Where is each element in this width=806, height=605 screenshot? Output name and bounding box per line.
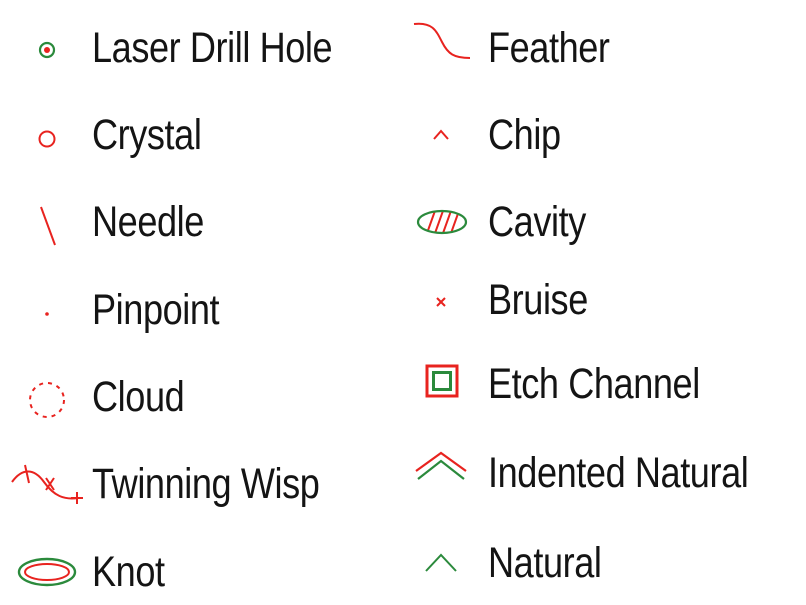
cloud-icon (16, 367, 78, 427)
legend-label-laser-drill-hole: Laser Drill Hole (92, 24, 333, 72)
legend-label-chip: Chip (488, 111, 561, 159)
legend-item-cavity: Cavity (410, 192, 790, 252)
indented-natural-icon (410, 443, 472, 503)
legend-label-indented-natural: Indented Natural (488, 449, 749, 497)
cavity-icon (410, 192, 472, 252)
bruise-icon (410, 270, 472, 330)
legend-label-bruise: Bruise (488, 276, 588, 324)
legend-item-pinpoint: Pinpoint (16, 280, 386, 340)
legend-item-chip: Chip (410, 105, 790, 165)
legend-item-feather: Feather (410, 18, 790, 78)
legend-item-laser-drill-hole: Laser Drill Hole (16, 18, 386, 78)
knot-icon (16, 542, 78, 602)
legend-label-needle: Needle (92, 198, 204, 246)
needle-icon (16, 192, 78, 252)
legend-label-knot: Knot (92, 548, 165, 596)
legend-item-indented-natural: Indented Natural (410, 443, 800, 503)
legend-item-natural: Natural (410, 533, 790, 593)
pinpoint-icon (16, 280, 78, 340)
legend-item-twinning-wisp: Twinning Wisp (8, 454, 388, 514)
legend-label-pinpoint: Pinpoint (92, 286, 220, 334)
laser-drill-hole-icon (16, 18, 78, 78)
twinning-wisp-icon (8, 454, 88, 514)
legend-label-natural: Natural (488, 539, 602, 587)
crystal-icon (16, 105, 78, 165)
legend-label-crystal: Crystal (92, 111, 202, 159)
legend-item-bruise: Bruise (410, 270, 790, 330)
feather-icon (410, 18, 472, 78)
legend-label-cavity: Cavity (488, 198, 586, 246)
legend-label-feather: Feather (488, 24, 610, 72)
legend-label-cloud: Cloud (92, 373, 185, 421)
legend-label-etch-channel: Etch Channel (488, 360, 700, 408)
legend-item-cloud: Cloud (16, 367, 386, 427)
legend-item-needle: Needle (16, 192, 386, 252)
legend-item-knot: Knot (16, 542, 386, 602)
chip-icon (410, 105, 472, 165)
natural-icon (410, 533, 472, 593)
legend-item-etch-channel: Etch Channel (410, 354, 790, 414)
legend-label-twinning-wisp: Twinning Wisp (92, 460, 320, 508)
etch-channel-icon (410, 354, 472, 414)
legend-item-crystal: Crystal (16, 105, 386, 165)
